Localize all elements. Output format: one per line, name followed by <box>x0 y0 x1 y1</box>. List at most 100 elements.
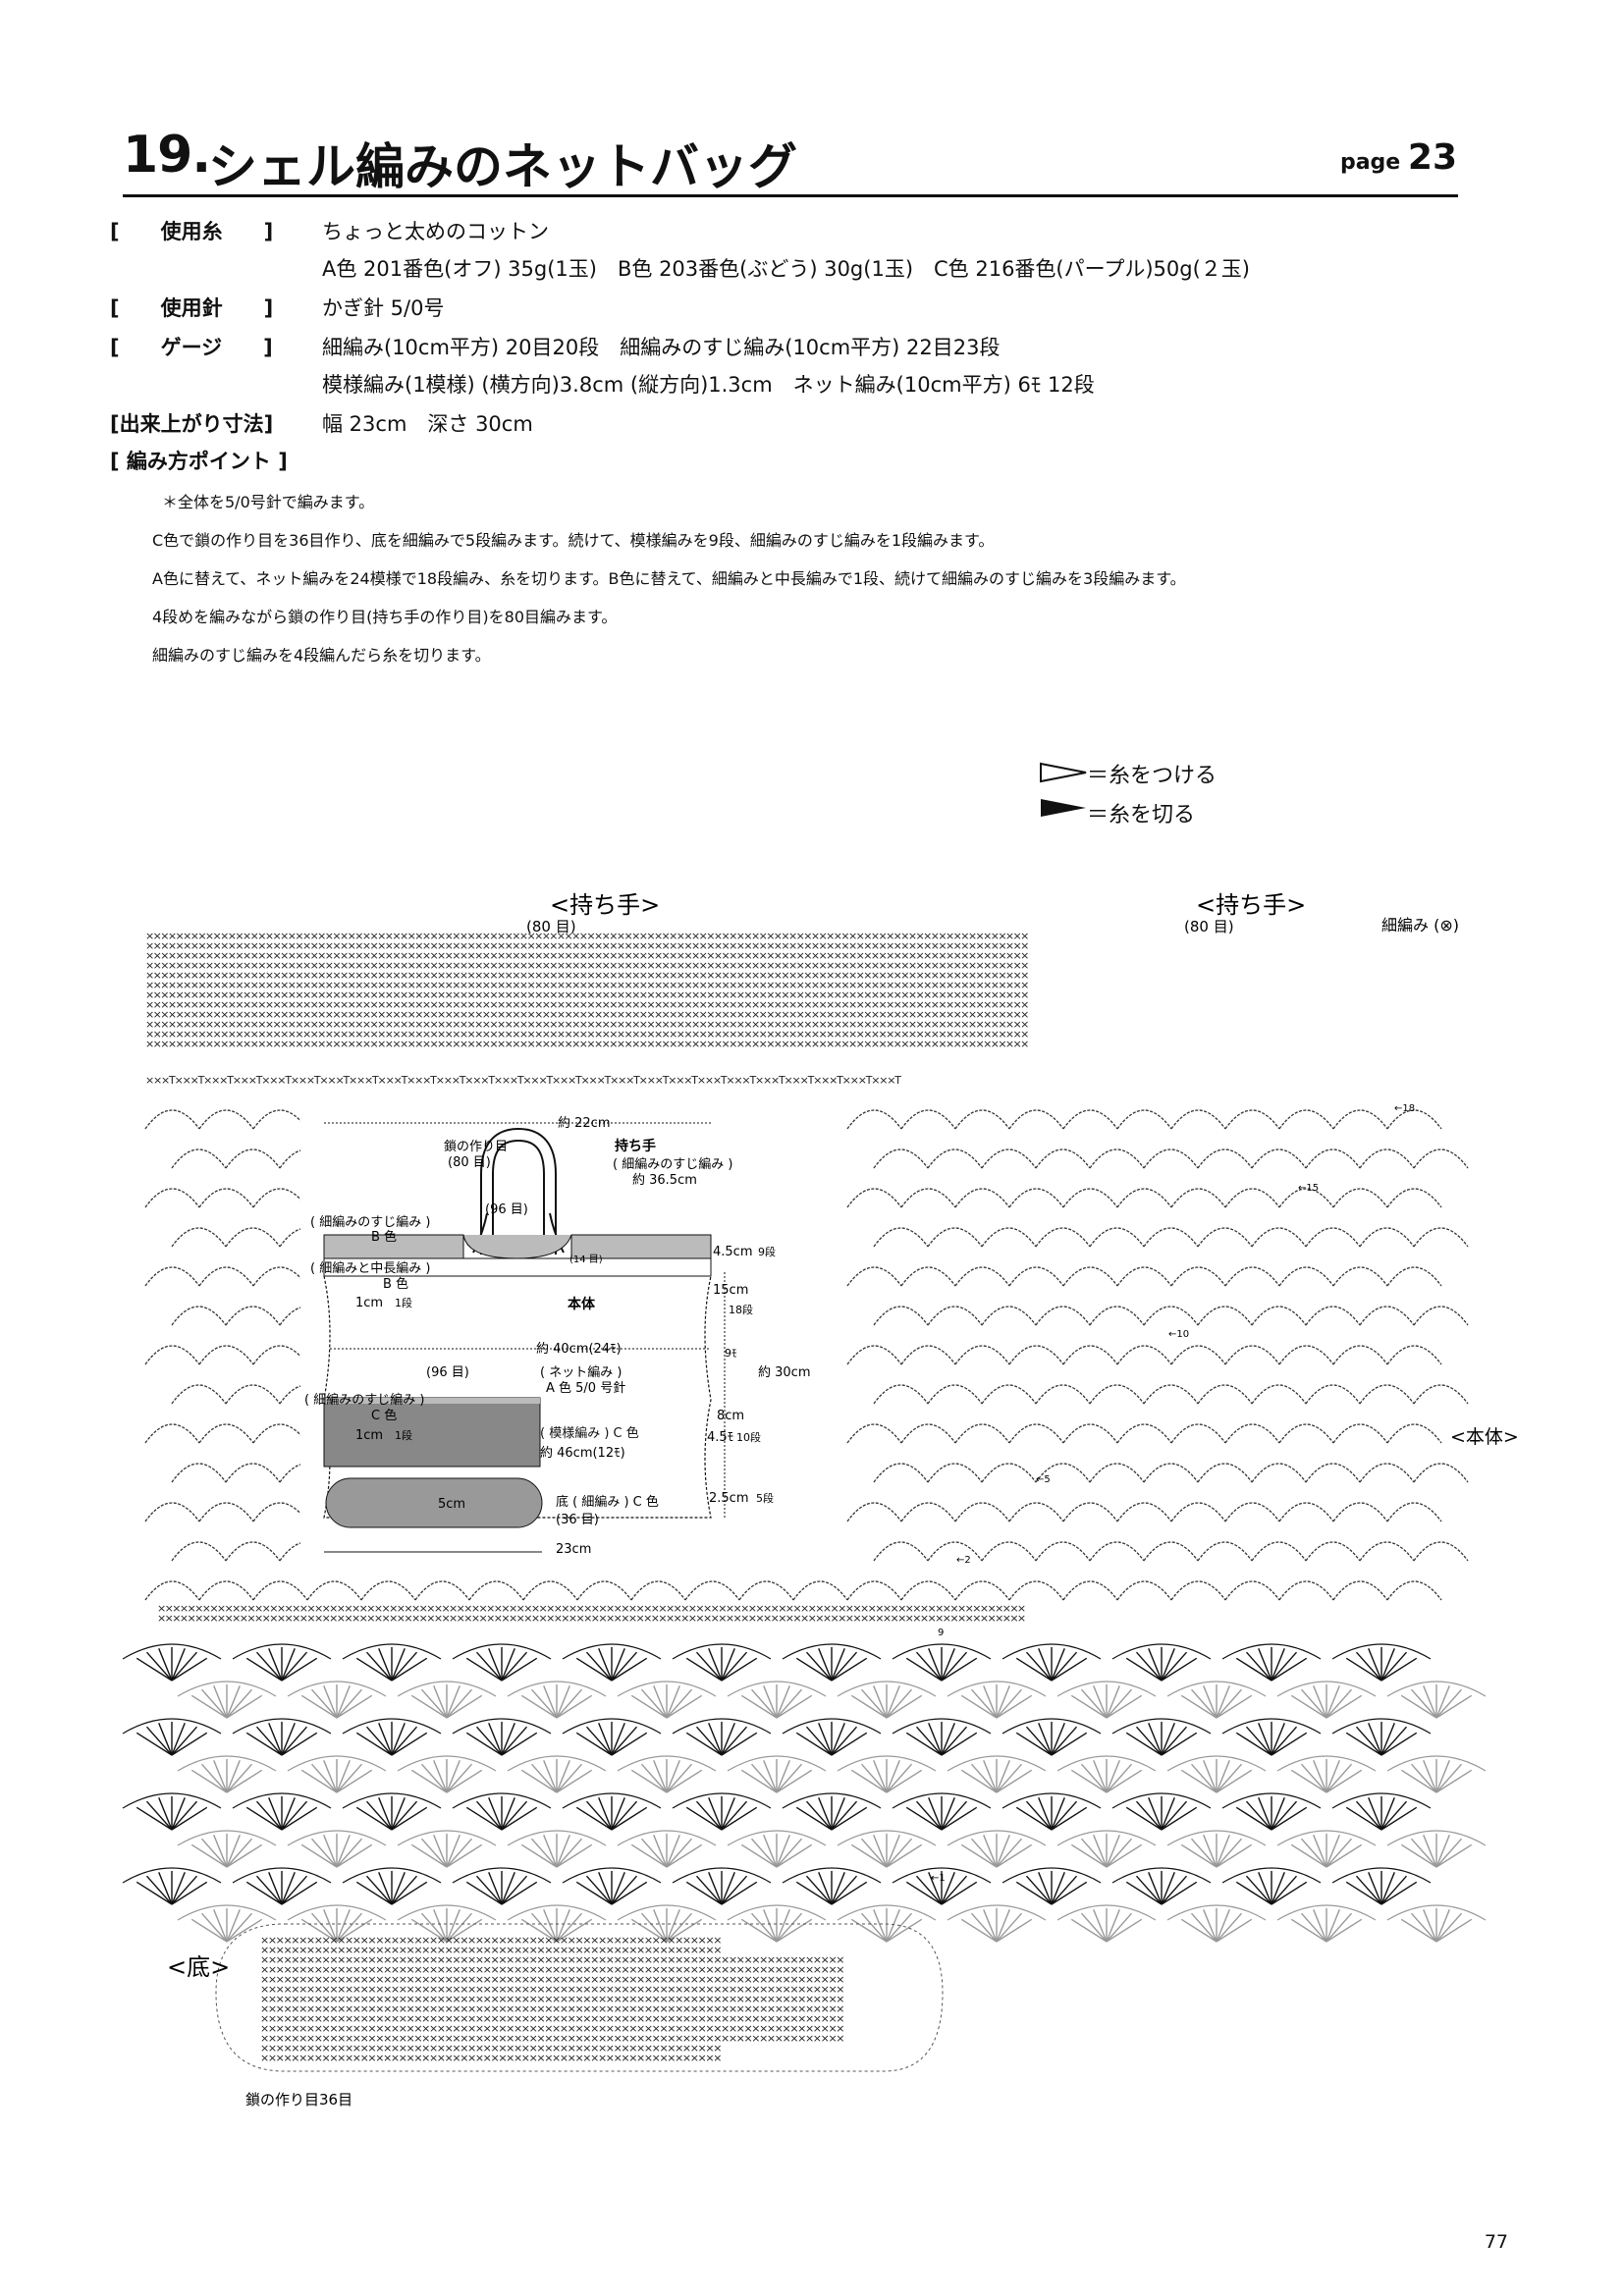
net-arch <box>1251 1148 1307 1169</box>
net-arch <box>1251 1227 1307 1248</box>
shell-fan <box>1221 1867 1322 1905</box>
net-arch <box>1386 1423 1442 1444</box>
net-arch <box>846 1502 902 1522</box>
pattern-width: 約 46cm(12ﾓ) <box>540 1446 625 1461</box>
net-arch <box>225 1541 281 1562</box>
shell-fan <box>1166 1681 1267 1719</box>
net-arch <box>1386 1580 1442 1601</box>
net-arch <box>1359 1541 1415 1562</box>
net-arch <box>846 1345 902 1365</box>
total-height: 約 30cm <box>758 1365 811 1380</box>
band3-rows: 1段 <box>395 1428 412 1442</box>
row-10: ←10 <box>1168 1329 1189 1340</box>
net-arch <box>1035 1148 1091 1169</box>
needle-value: かぎ針 5/0号 <box>322 296 445 320</box>
page-label: page <box>1339 150 1401 175</box>
net-arch <box>1278 1345 1334 1365</box>
shell-fan <box>1056 1830 1157 1868</box>
dim5-rows: 5段 <box>756 1491 774 1505</box>
net-arch <box>630 1580 686 1601</box>
sc-hdc-row: ×××T×××T×××T×××T×××T×××T×××T×××T×××T×××T… <box>145 1074 901 1087</box>
net-arch <box>900 1345 956 1365</box>
net-arch <box>1116 1266 1172 1287</box>
net-arch <box>1332 1423 1388 1444</box>
net-arch <box>144 1188 200 1208</box>
shell-fan <box>122 1867 222 1905</box>
shell-fan <box>122 1718 222 1756</box>
net-arch <box>198 1423 254 1444</box>
band1-label: ( 細編みのすじ編み ) <box>310 1214 430 1230</box>
handle-length: 約 36.5cm <box>632 1173 697 1188</box>
net-arch <box>171 1306 227 1326</box>
net-arch <box>1035 1306 1091 1326</box>
shell-fan <box>1001 1643 1102 1682</box>
shell-fan <box>452 1718 552 1756</box>
net-arch <box>1170 1345 1226 1365</box>
shell-fan <box>837 1681 937 1719</box>
net-arch <box>198 1345 254 1365</box>
shell-fan <box>837 1755 937 1793</box>
net-arch <box>873 1306 929 1326</box>
shell-fan <box>1276 1830 1377 1868</box>
shell-fan <box>232 1867 332 1905</box>
title-rule <box>123 194 1458 197</box>
net-arch <box>144 1345 200 1365</box>
sc-row: ××××××××××××××××××××××××××××××××××××××××… <box>145 1038 1028 1050</box>
band2-label: ( 細編みと中長編み ) <box>310 1260 430 1276</box>
shell-fan <box>1386 1681 1487 1719</box>
shell-fan <box>1166 1830 1267 1868</box>
net-arch <box>900 1502 956 1522</box>
net-arch <box>1062 1188 1118 1208</box>
shell-fan <box>1221 1792 1322 1831</box>
shell-fan <box>892 1718 992 1756</box>
net-arch <box>981 1148 1037 1169</box>
sc-row-lower: ××××××××××××××××××××××××××××××××××××××××… <box>157 1602 1025 1615</box>
net-arch <box>1413 1227 1469 1248</box>
net-arch <box>1197 1541 1253 1562</box>
shell-fan <box>287 1904 387 1943</box>
net-arch <box>1413 1463 1469 1483</box>
shell-fan <box>672 1718 772 1756</box>
sc-row: ××××××××××××××××××××××××××××××××××××××××… <box>145 988 1028 1001</box>
shell-fan <box>177 1681 277 1719</box>
dim3-height: 8cm <box>717 1409 744 1423</box>
net-arch <box>1332 1109 1388 1130</box>
shell-fan <box>452 1792 552 1831</box>
net-arch <box>198 1502 254 1522</box>
dim1-rows: 9段 <box>758 1245 776 1258</box>
net-arch <box>792 1580 848 1601</box>
net-arch <box>1332 1345 1388 1365</box>
net-arch <box>252 1109 308 1130</box>
net-arch <box>1224 1109 1280 1130</box>
net-arch <box>873 1384 929 1405</box>
net-arch <box>144 1423 200 1444</box>
shell-fan <box>1276 1755 1377 1793</box>
net-arch <box>1143 1148 1199 1169</box>
net-arch <box>1359 1384 1415 1405</box>
net-arch <box>252 1188 308 1208</box>
net-arch <box>171 1227 227 1248</box>
net-arch <box>171 1384 227 1405</box>
net-arch <box>1413 1306 1469 1326</box>
handle-stitch: ( 細編みのすじ編み ) <box>613 1156 732 1172</box>
shell-fan <box>1111 1643 1212 1682</box>
net-arch <box>1170 1266 1226 1287</box>
net-arch <box>1332 1188 1388 1208</box>
net-arch <box>900 1423 956 1444</box>
shell-fan <box>782 1643 882 1682</box>
bottom-sc-row: ××××××××××××××××××××××××××××××××××××××××… <box>260 1934 721 1947</box>
net-arch <box>1359 1463 1415 1483</box>
net-arch <box>1386 1188 1442 1208</box>
net-arch <box>954 1345 1010 1365</box>
net-arch <box>1224 1423 1280 1444</box>
shell-fan <box>177 1755 277 1793</box>
shell-fan <box>1386 1830 1487 1868</box>
bottom-label: <底> <box>167 1953 230 1981</box>
net-arch <box>1413 1384 1469 1405</box>
shell-fan <box>1001 1792 1102 1831</box>
handle-title: 持ち手 <box>615 1138 656 1154</box>
net-arch <box>1062 1266 1118 1287</box>
bottom-sc-row: ××××××××××××××××××××××××××××××××××××××××… <box>260 1963 843 1976</box>
shell-fan <box>1276 1681 1377 1719</box>
net-arch <box>171 1541 227 1562</box>
